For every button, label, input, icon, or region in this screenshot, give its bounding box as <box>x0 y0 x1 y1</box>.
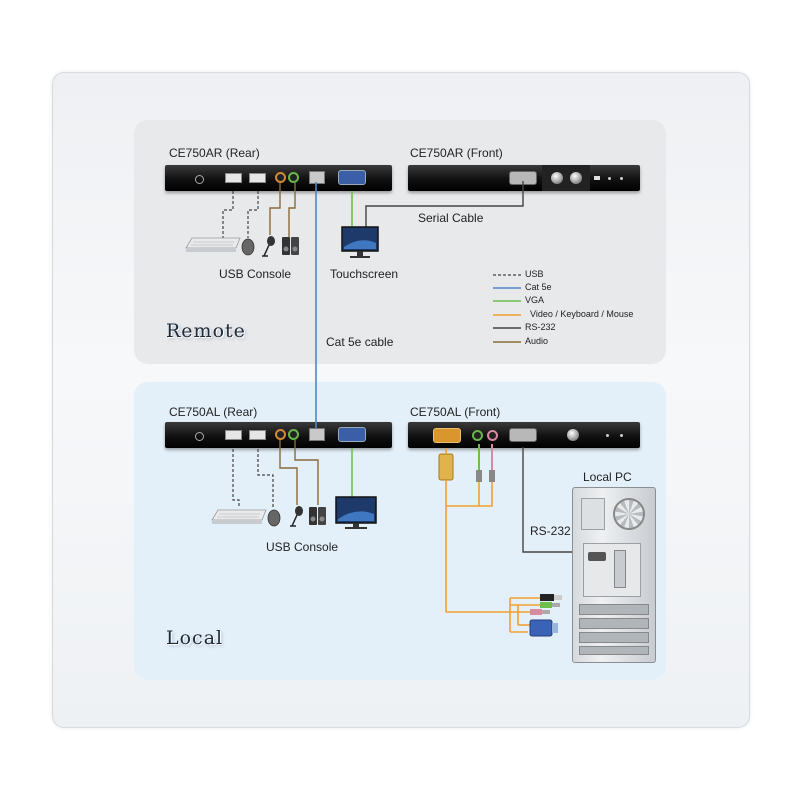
remote-zone-label: Remote <box>166 320 246 342</box>
audio-cable-speaker-local <box>294 440 319 505</box>
vga-plug-icon <box>438 453 454 481</box>
keyboard-icon <box>211 509 267 524</box>
button-icon <box>567 429 579 441</box>
usb-port-icon <box>249 430 266 440</box>
mouse-icon <box>241 238 255 256</box>
io-panel <box>583 543 641 597</box>
usb-port-icon <box>225 430 242 440</box>
monitor-icon <box>335 496 377 529</box>
audio-cable-speaker <box>288 183 296 237</box>
audio-jack-icon <box>275 429 286 440</box>
fan-icon <box>613 498 645 530</box>
rs232-cable <box>522 447 580 553</box>
local-pc-label: Local PC <box>583 470 632 484</box>
led-icon <box>620 434 623 437</box>
power-supply <box>581 498 605 530</box>
power-jack-icon <box>195 432 204 441</box>
rs232-port-icon <box>509 428 537 442</box>
led-icon <box>594 176 600 180</box>
remote-front-title: CE750AR (Front) <box>410 146 503 160</box>
remote-usb-console-label: USB Console <box>219 267 292 281</box>
microphone-icon <box>262 236 275 257</box>
vga-plug-icon <box>529 619 558 637</box>
serial-cable-label: Serial Cable <box>418 211 484 225</box>
legend-label-usb: USB <box>525 269 544 279</box>
usb-cable-keyboard <box>222 191 234 240</box>
speaker-icon <box>282 237 299 255</box>
led-icon <box>606 434 609 437</box>
ce750al-rear-unit <box>165 422 392 448</box>
expansion-slot <box>579 604 649 615</box>
legend-label-vga: VGA <box>525 295 545 305</box>
computer-tower-icon <box>572 487 656 663</box>
expansion-slot <box>579 646 649 655</box>
local-front-title: CE750AL (Front) <box>410 405 501 419</box>
keyboard-icon <box>185 237 241 252</box>
usb-port-icon <box>249 173 266 183</box>
local-zone-label: Local <box>166 627 224 649</box>
expansion-slot <box>579 618 649 629</box>
button-icon <box>570 172 582 184</box>
expansion-slot <box>579 632 649 643</box>
speaker-icon <box>309 507 326 525</box>
rj45-port-icon <box>309 428 325 441</box>
audio-plug-icon <box>540 602 560 608</box>
ce750al-front-unit <box>408 422 640 448</box>
button-icon <box>551 172 563 184</box>
legend-label-audio: Audio <box>525 336 549 346</box>
power-jack-icon <box>195 175 204 184</box>
usb-cable-mouse-local <box>257 449 274 508</box>
local-usb-console-label: USB Console <box>266 540 339 554</box>
audio-plug-icon <box>530 609 550 615</box>
audio-cable-mic-local <box>279 440 298 505</box>
led-icon <box>620 177 623 180</box>
local-rear-title: CE750AL (Rear) <box>169 405 258 419</box>
legend-label-rs232: RS-232 <box>525 322 556 332</box>
ce750ar-front-unit <box>408 165 640 191</box>
legend <box>493 274 521 343</box>
audio-jack-icon <box>487 430 498 441</box>
cat5e-cable-label: Cat 5e cable <box>326 335 394 349</box>
rj45-port-icon <box>309 171 325 184</box>
led-icon <box>608 177 611 180</box>
legend-label-cat5e: Cat 5e <box>525 282 552 292</box>
monitor-icon <box>341 226 379 258</box>
usb-plug-icon <box>540 594 562 601</box>
serial-cable <box>365 181 524 227</box>
audio-jack-icon <box>275 172 286 183</box>
usb-port-icon <box>225 173 242 183</box>
ce750ar-rear-unit <box>165 165 392 191</box>
usb-cable-mouse <box>247 191 259 238</box>
touchscreen-label: Touchscreen <box>330 267 399 281</box>
audio-cable-mic <box>269 183 281 235</box>
audio-jack-icon <box>288 429 299 440</box>
rs232-label: RS-232 <box>530 524 571 538</box>
vga-port-icon <box>338 170 366 185</box>
vga-port-icon <box>433 428 461 443</box>
vga-port-icon <box>338 427 366 442</box>
legend-label-kvm: Video / Keyboard / Mouse <box>530 309 634 319</box>
audio-jack-icon <box>288 172 299 183</box>
audio-jack-icon <box>472 430 483 441</box>
mouse-icon <box>267 509 281 527</box>
remote-rear-title: CE750AR (Rear) <box>169 146 260 160</box>
microphone-icon <box>290 506 303 527</box>
panel-recess <box>542 165 590 191</box>
usb-cable-keyboard-local <box>232 449 240 508</box>
